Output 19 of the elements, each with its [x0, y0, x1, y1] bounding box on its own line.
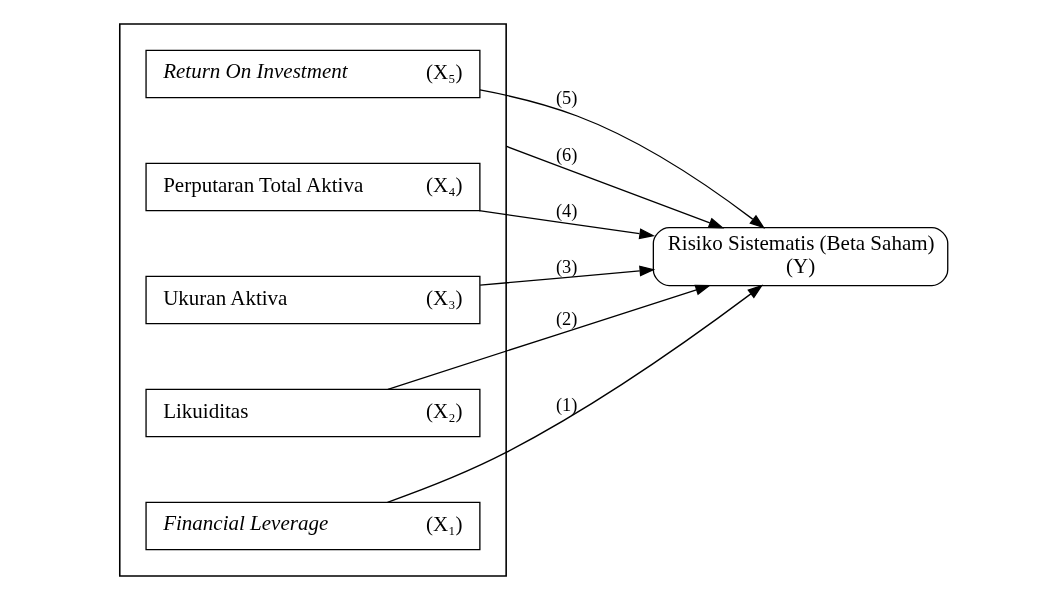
arrow — [479, 265, 655, 286]
arrow — [478, 89, 765, 229]
node-box: Likuiditas (X₂) — [144, 388, 481, 438]
edge-label: (4) — [555, 201, 577, 222]
node-box: Return On Investment (X₅) — [144, 49, 481, 99]
edge-label: (2) — [555, 309, 577, 330]
arrow — [505, 145, 724, 229]
edge-label: (3) — [555, 256, 577, 277]
node-box: Risiko Sistematis (Beta Saham) (Y) — [652, 227, 948, 287]
node-box: Perputaran Total Aktiva (X₄) — [144, 162, 481, 212]
edge-label: (1) — [555, 394, 577, 415]
cluster — [118, 23, 507, 577]
node-box: Ukuran Aktiva (X₃) — [144, 275, 481, 325]
edge-label: (5) — [555, 88, 577, 109]
node-box: Financial Leverage (X₁) — [144, 501, 481, 551]
arrow — [386, 284, 763, 503]
edge-label: (6) — [555, 144, 577, 165]
arrow — [386, 284, 711, 390]
arrow — [478, 210, 655, 240]
